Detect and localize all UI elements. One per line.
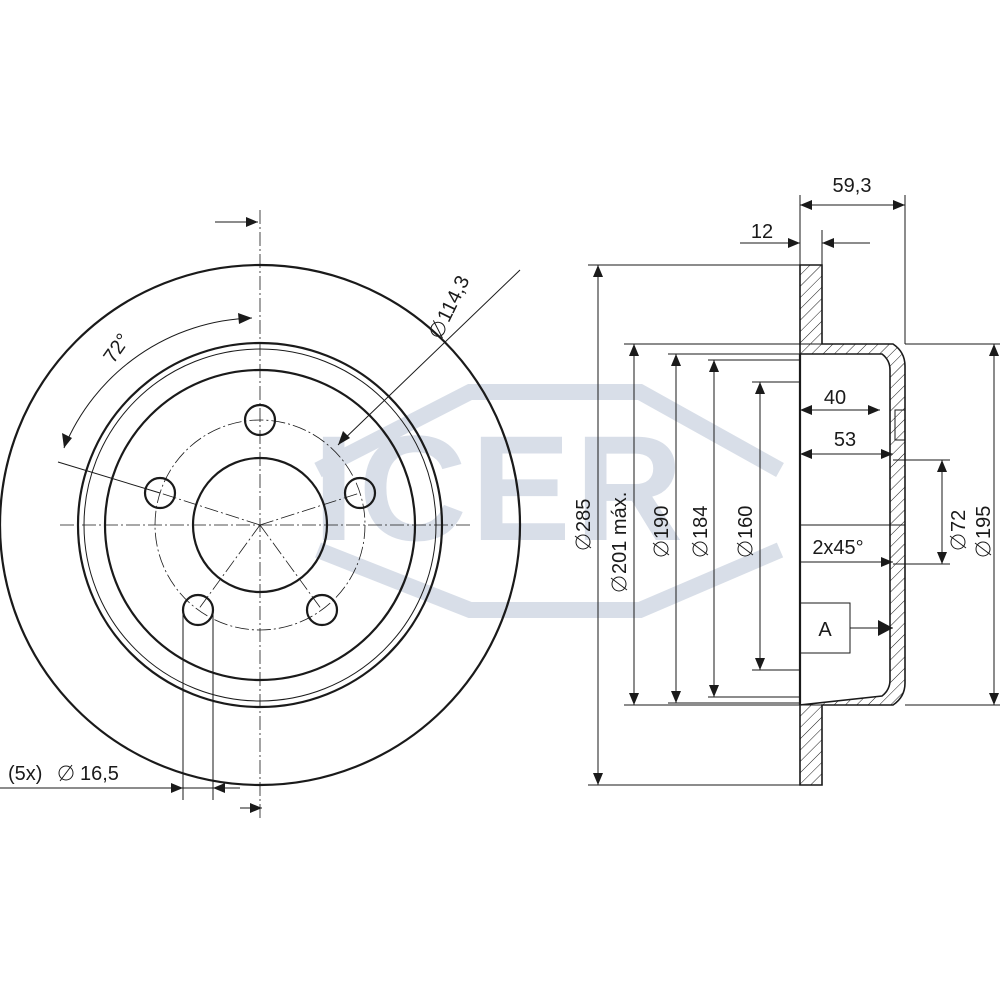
diameter-symbol-icon <box>611 576 627 592</box>
dim-depth-40: 40 <box>800 387 880 415</box>
datum-a: A <box>799 602 893 654</box>
thickness-label: 12 <box>751 221 773 243</box>
d195-label: 195 <box>973 506 995 539</box>
bolt-hole-2 <box>343 476 377 510</box>
dim-d195: 195 <box>905 343 1000 706</box>
dim-depth-53: 53 <box>800 429 893 459</box>
dim-d201: 201 máx. <box>609 343 822 706</box>
dim-d72: 72 <box>937 460 970 564</box>
dim-d285: 285 <box>573 264 800 786</box>
diameter-symbol-icon <box>653 541 669 557</box>
dim-chamfer: 2x45° <box>800 537 893 567</box>
diameter-symbol-icon <box>737 541 753 557</box>
center-line-bolt-4 <box>197 524 261 611</box>
d190-label: 190 <box>651 506 673 539</box>
diameter-symbol-icon <box>692 541 708 557</box>
center-line-bolt-5 <box>159 492 261 526</box>
d285-label: 285 <box>573 499 595 532</box>
diameter-symbol-icon <box>575 534 591 550</box>
diameter-symbol-icon <box>950 534 966 550</box>
dim-width-total: 59,3 <box>799 175 906 344</box>
dim-d160: 160 <box>735 381 800 671</box>
dim-d184: 184 <box>690 359 800 698</box>
top-offset-marker <box>215 217 262 813</box>
center-line-bolt-3 <box>259 524 323 611</box>
bolt-hole-dimension: (5x) 16,5 <box>0 610 240 800</box>
d201-label: 201 máx. <box>609 492 631 574</box>
datum-label: A <box>818 619 832 641</box>
bolt-hole-5 <box>143 476 177 510</box>
d72-label: 72 <box>948 510 970 532</box>
d160-label: 160 <box>735 506 757 539</box>
bolt-hole-3 <box>305 593 339 627</box>
hub-step <box>894 409 906 441</box>
watermark-text: ICER <box>313 404 687 572</box>
dim-d190: 190 <box>651 353 800 704</box>
side-view: 59,3 12 40 53 2x45° <box>573 175 1000 786</box>
diameter-symbol-icon <box>58 765 74 781</box>
disc-section-hatch <box>799 264 906 786</box>
pcd-label: 114,3 <box>433 272 474 325</box>
depth-53-label: 53 <box>834 429 856 451</box>
depth-40-label: 40 <box>824 387 846 409</box>
datum-arrow-icon <box>878 620 893 636</box>
width-total-label: 59,3 <box>833 175 872 197</box>
diameter-symbol-icon <box>430 321 446 337</box>
front-view: 72° 114,3 (5x) 16,5 <box>0 210 522 820</box>
diameter-symbol-icon <box>975 541 991 557</box>
bolt-count-label: (5x) <box>8 763 42 785</box>
dim-thickness: 12 <box>740 221 870 265</box>
chamfer-label: 2x45° <box>812 537 863 559</box>
bolt-diameter-label: 16,5 <box>80 763 119 785</box>
watermark-logo: ICER <box>313 384 784 618</box>
d184-label: 184 <box>690 506 712 539</box>
center-line-bolt-2 <box>259 492 361 526</box>
